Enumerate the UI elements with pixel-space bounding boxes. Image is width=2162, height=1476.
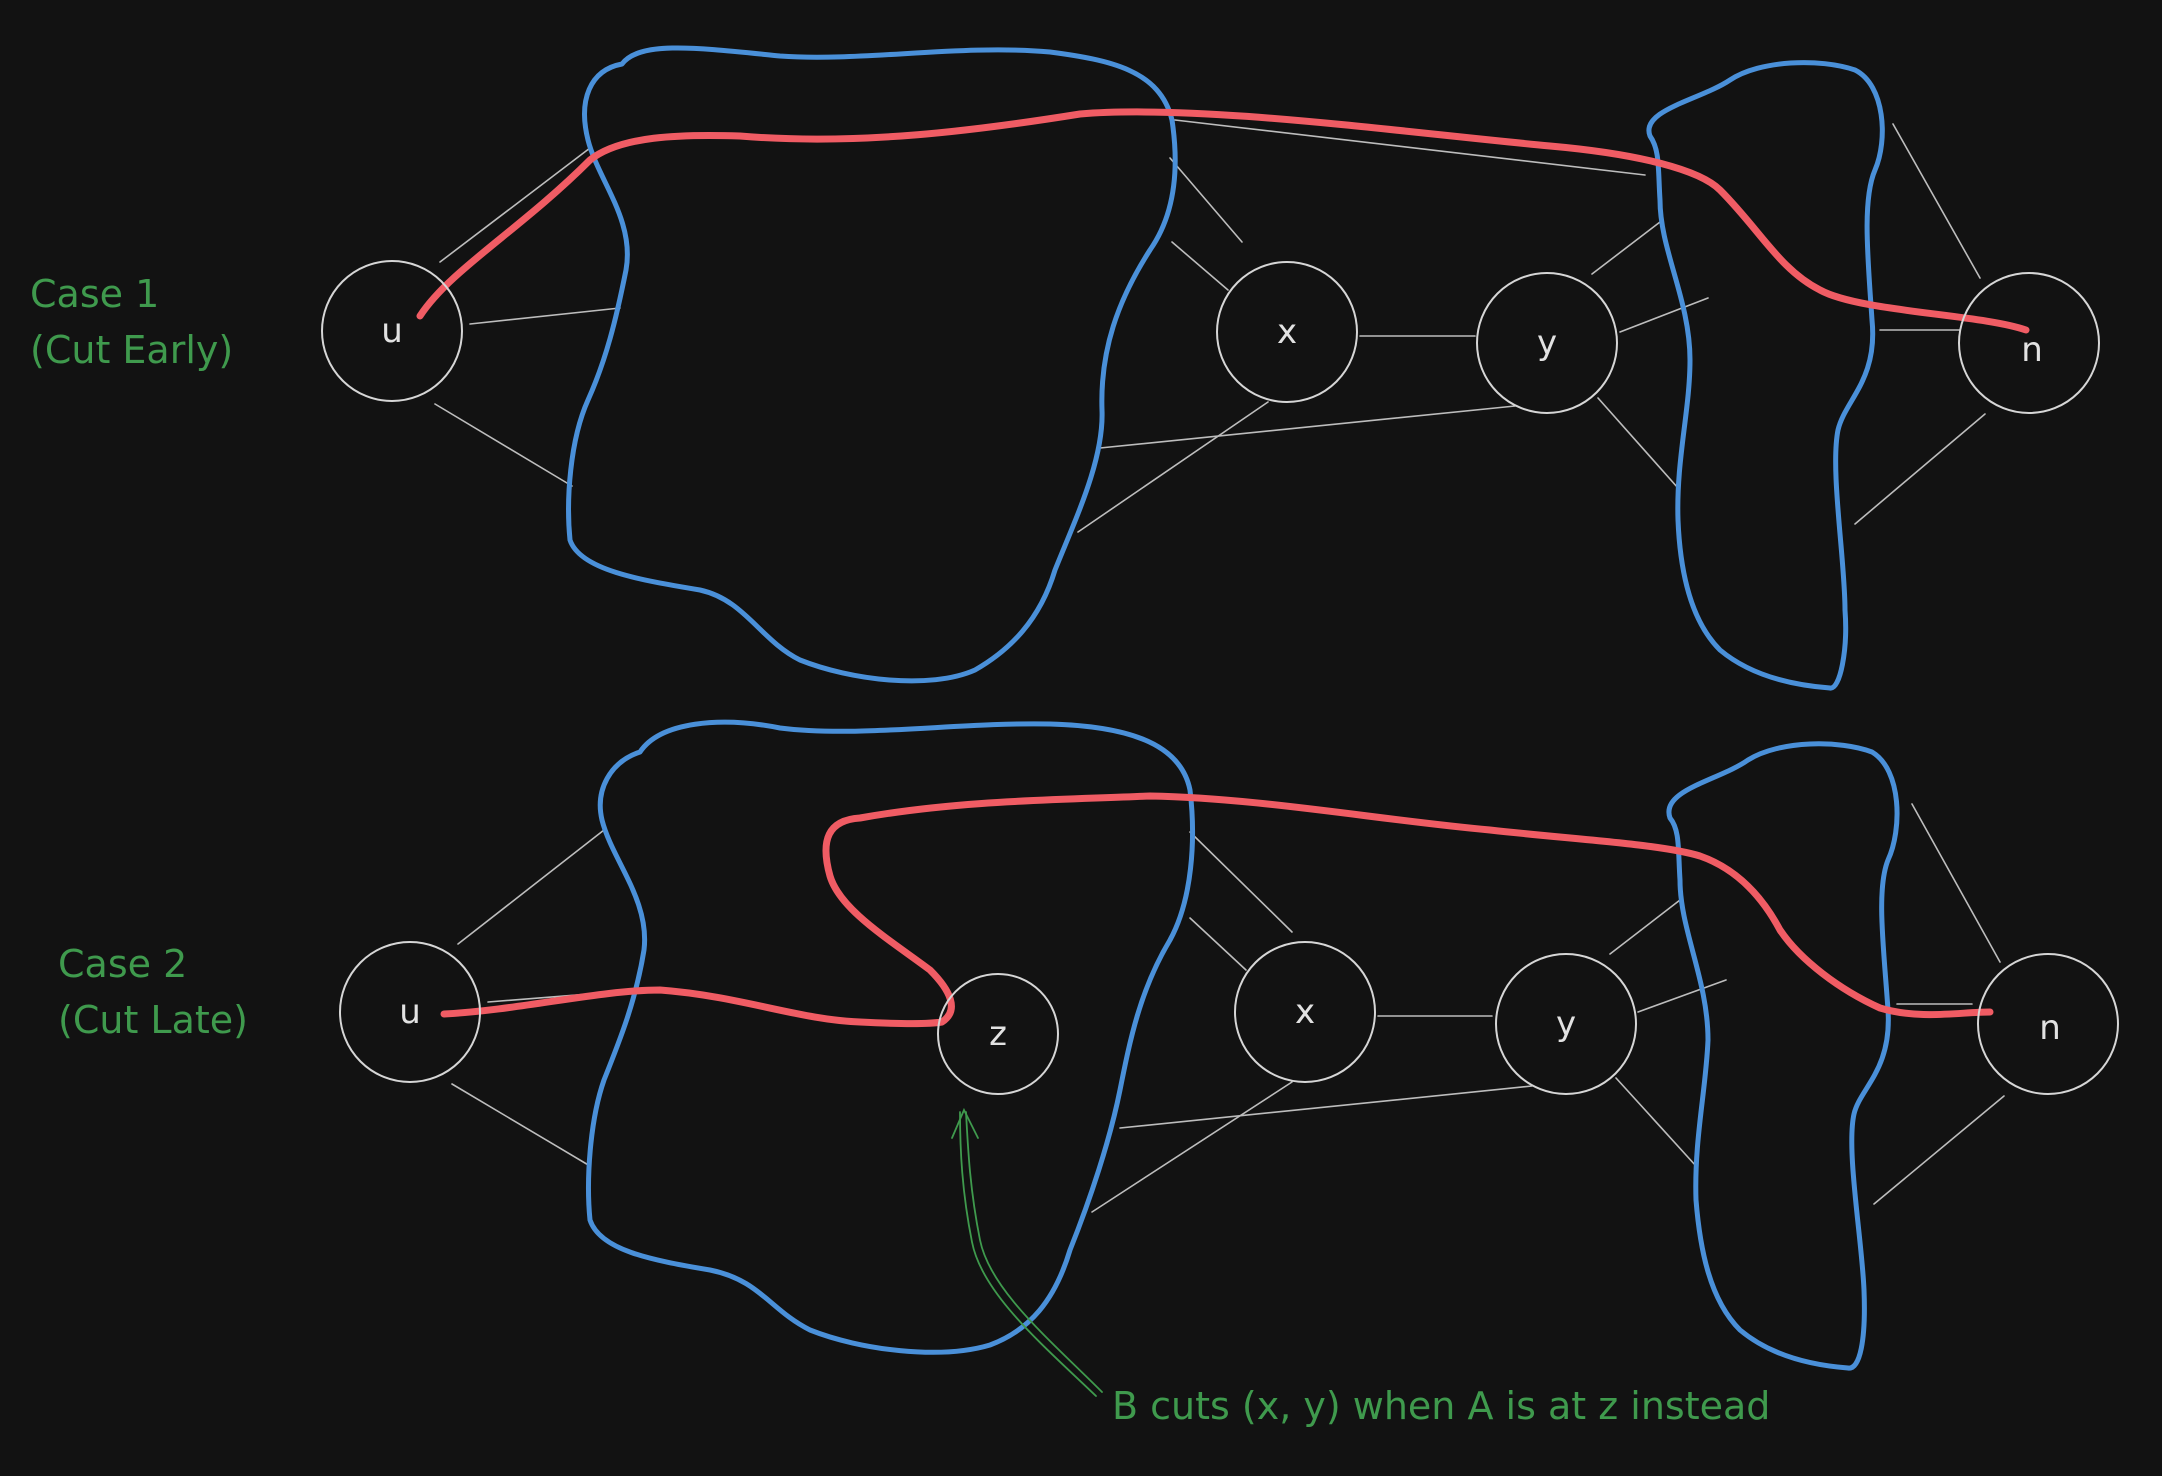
case-2-diagram: u z x y n bbox=[339, 719, 2119, 1397]
node-label: y bbox=[1537, 323, 1557, 363]
edge bbox=[1169, 157, 1243, 243]
case-1-subtitle: (Cut Early) bbox=[30, 328, 234, 372]
edge bbox=[1615, 1077, 1697, 1167]
case-2-node-n: n bbox=[1977, 953, 2119, 1095]
case-1-region-left bbox=[566, 45, 1178, 684]
node-label: x bbox=[1295, 992, 1315, 1032]
edge bbox=[457, 829, 605, 945]
edge bbox=[1892, 123, 1981, 279]
edge bbox=[1119, 1085, 1533, 1129]
case-1-node-u: u bbox=[321, 260, 463, 402]
edge bbox=[1637, 979, 1727, 1013]
edge bbox=[1873, 1095, 2005, 1205]
case-1-label: Case 1 (Cut Early) bbox=[30, 266, 233, 378]
case-2-title: Case 2 bbox=[58, 942, 188, 986]
edge bbox=[1609, 899, 1681, 955]
annotation-arrow bbox=[951, 1107, 1103, 1397]
edge bbox=[1099, 405, 1516, 449]
edge bbox=[1189, 917, 1247, 971]
edge bbox=[1619, 297, 1709, 333]
node-label: n bbox=[2039, 1008, 2061, 1048]
edge bbox=[1597, 397, 1679, 489]
edge bbox=[439, 147, 591, 263]
case-1-node-n: n bbox=[1958, 272, 2100, 414]
node-label: u bbox=[399, 992, 421, 1032]
case-2-node-u: u bbox=[339, 941, 481, 1083]
case-2-region-left bbox=[586, 719, 1195, 1355]
case-1-node-x: x bbox=[1216, 261, 1358, 403]
node-label: u bbox=[381, 311, 403, 351]
case-1-region-right bbox=[1646, 60, 1885, 691]
case-2-label: Case 2 (Cut Late) bbox=[58, 936, 248, 1048]
case-2-edges bbox=[451, 803, 2005, 1213]
edge bbox=[1854, 413, 1986, 525]
case-2-node-z: z bbox=[937, 973, 1059, 1095]
edge bbox=[1189, 831, 1293, 933]
case-1-diagram: u x y n bbox=[321, 45, 2100, 691]
case-2-path bbox=[440, 792, 1994, 1027]
edge bbox=[451, 1083, 591, 1167]
case-2-node-x: x bbox=[1234, 941, 1376, 1083]
edge bbox=[1174, 119, 1646, 176]
node-label: x bbox=[1277, 312, 1297, 352]
node-label: z bbox=[989, 1014, 1007, 1054]
node-label: n bbox=[2021, 330, 2043, 370]
edge bbox=[434, 403, 573, 487]
case-1-title: Case 1 bbox=[30, 272, 160, 316]
case-2-region-right bbox=[1666, 741, 1900, 1371]
annotation-note: B cuts (x, y) when A is at z instead bbox=[1112, 1384, 1771, 1428]
edge bbox=[469, 307, 621, 325]
case-2-subtitle: (Cut Late) bbox=[58, 998, 248, 1042]
case-1-node-y: y bbox=[1476, 272, 1618, 414]
edge bbox=[1077, 401, 1269, 533]
case-2-node-y: y bbox=[1495, 953, 1637, 1095]
node-label: y bbox=[1556, 1004, 1576, 1044]
case-1-path bbox=[416, 108, 2030, 334]
edge bbox=[1091, 1081, 1293, 1213]
case-1-edges bbox=[434, 119, 1986, 533]
edge bbox=[1171, 241, 1229, 291]
edge bbox=[1911, 803, 2001, 963]
edge bbox=[1591, 221, 1661, 275]
